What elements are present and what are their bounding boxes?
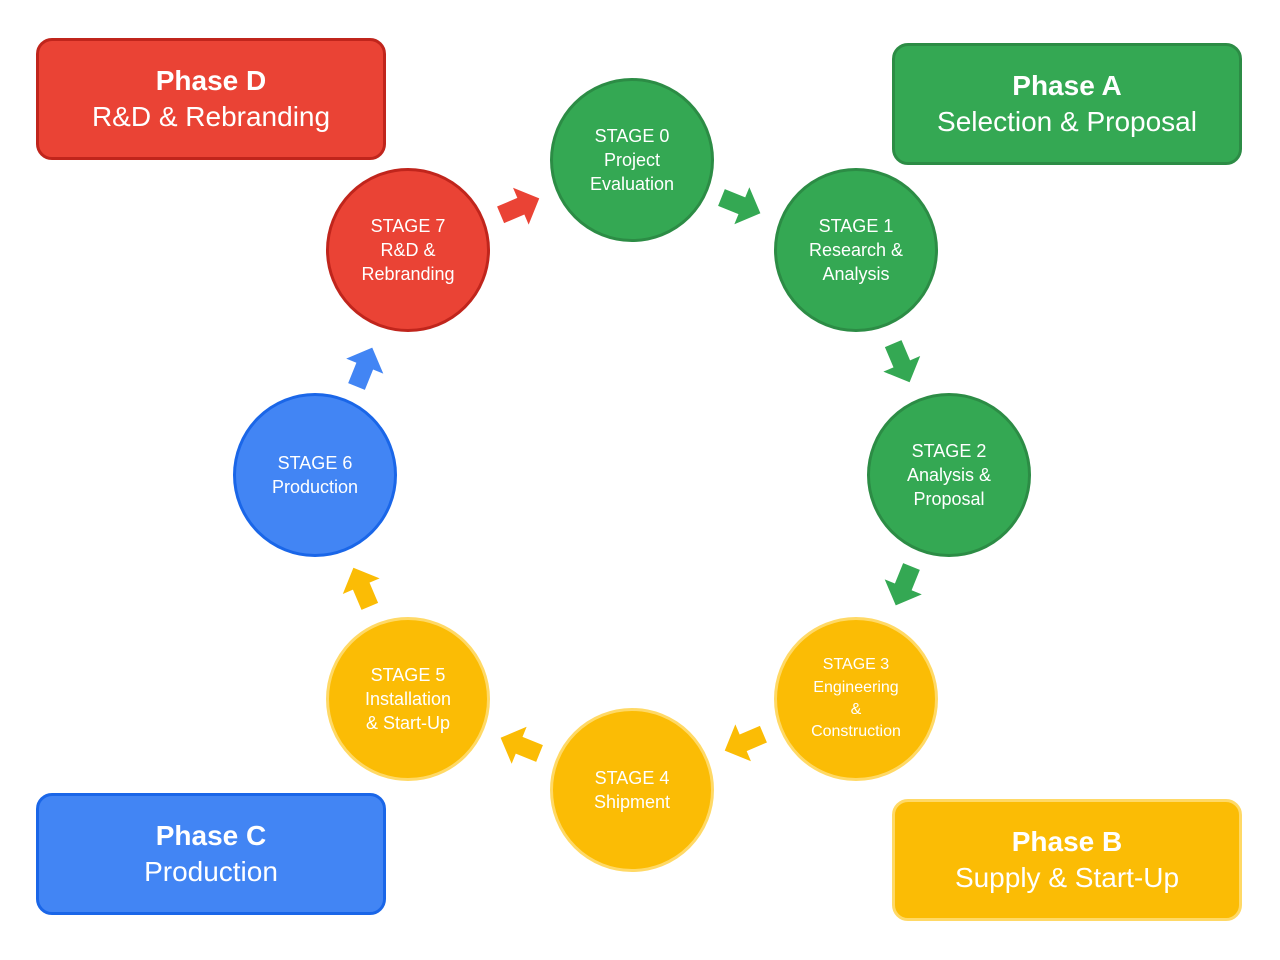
stage-5-circle: STAGE 5 Installation & Start-Up <box>326 617 490 781</box>
stage-7-label: STAGE 7 R&D & Rebranding <box>361 215 455 285</box>
stage-6-label: STAGE 6 Production <box>271 452 359 497</box>
stage-1-circle: STAGE 1 Research & Analysis <box>774 168 938 332</box>
stage-3-label: STAGE 3 Engineering & Construction <box>811 656 901 741</box>
stage-7-circle: STAGE 7 R&D & Rebranding <box>326 168 490 332</box>
stage-6-circle: STAGE 6 Production <box>233 393 397 557</box>
phase-d-subtitle: R&D & Rebranding <box>91 101 331 132</box>
arrow-stage-2-to-3 <box>884 563 922 606</box>
phase-c-box: Phase C Production <box>36 793 386 915</box>
arrow-stage-7-to-0 <box>497 187 540 225</box>
stage-0-circle: STAGE 0 Project Evaluation <box>550 78 714 242</box>
phase-d-title: Phase D <box>155 64 267 96</box>
stage-2-label: STAGE 2 Analysis & Proposal <box>906 440 992 510</box>
arrow-stage-1-to-2 <box>883 340 921 383</box>
stage-1-label: STAGE 1 Research & Analysis <box>808 215 904 285</box>
stage-0-label: STAGE 0 Project Evaluation <box>589 125 675 195</box>
arrow-stage-4-to-5 <box>500 726 543 764</box>
phase-b-box: Phase B Supply & Start-Up <box>892 799 1242 921</box>
stage-4-circle: STAGE 4 Shipment <box>550 708 714 872</box>
phase-c-title: Phase C <box>155 819 267 851</box>
stage-5-label: STAGE 5 Installation & Start-Up <box>364 664 452 734</box>
stage-2-circle: STAGE 2 Analysis & Proposal <box>867 393 1031 557</box>
phase-b-title: Phase B <box>1011 825 1123 857</box>
phase-a-subtitle: Selection & Proposal <box>937 106 1197 137</box>
stage-3-circle: STAGE 3 Engineering & Construction <box>774 617 938 781</box>
phase-b-subtitle: Supply & Start-Up <box>954 862 1180 893</box>
arrow-stage-0-to-1 <box>718 187 761 225</box>
phase-a-box: Phase A Selection & Proposal <box>892 43 1242 165</box>
phase-a-title: Phase A <box>1012 69 1122 101</box>
phase-c-subtitle: Production <box>144 856 278 887</box>
arrow-stage-6-to-7 <box>346 347 384 390</box>
arrow-stage-5-to-6 <box>342 567 380 610</box>
stage-4-label: STAGE 4 Shipment <box>593 767 671 812</box>
phase-d-box: Phase D R&D & Rebranding <box>36 38 386 160</box>
arrow-stage-3-to-4 <box>724 724 767 762</box>
